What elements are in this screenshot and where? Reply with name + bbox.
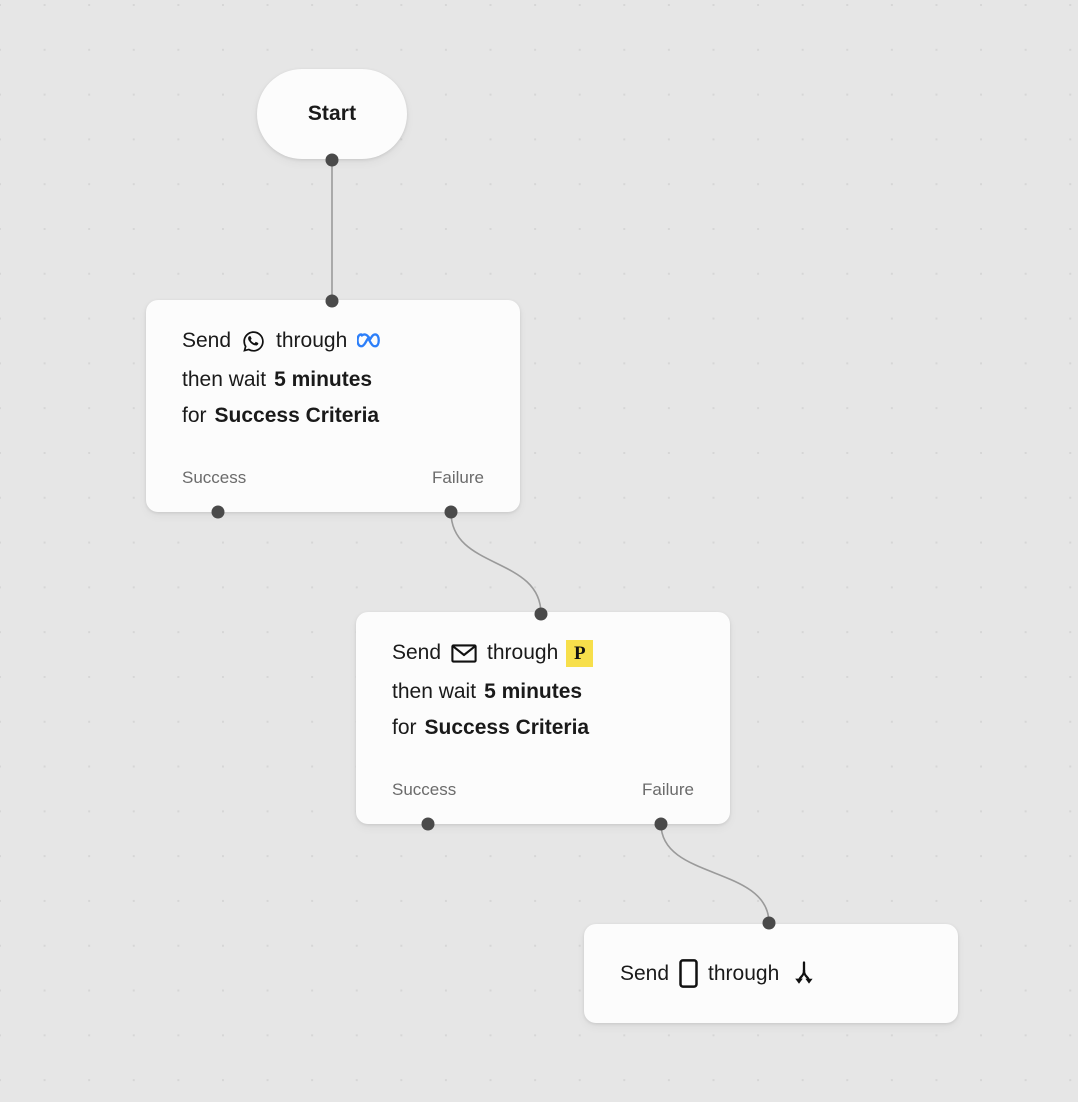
node2-action-line: Send through P: [392, 638, 694, 668]
branch-routing-icon: [789, 959, 819, 989]
mobile-phone-icon: [679, 959, 698, 988]
node1-input-handle[interactable]: [325, 294, 339, 308]
node1-criteria-line: for Success Criteria: [182, 401, 484, 431]
node2-failure-handle[interactable]: [654, 817, 668, 831]
node-send-mobile[interactable]: Send through: [584, 924, 958, 1023]
node1-action-line: Send through: [182, 326, 484, 356]
node2-input-handle[interactable]: [534, 607, 548, 621]
node1-branch-labels: Success Failure: [146, 468, 520, 488]
node1-wait-value[interactable]: 5 minutes: [274, 368, 373, 391]
email-icon: [451, 643, 477, 664]
postmark-icon: P: [566, 639, 594, 667]
node2-wait-value[interactable]: 5 minutes: [484, 680, 583, 703]
node2-success-handle[interactable]: [421, 817, 435, 831]
node2-for-prefix: for: [392, 716, 417, 739]
whatsapp-icon: [241, 329, 266, 354]
node3-through-label: through: [708, 961, 780, 985]
edge-node2-failure-to-node3: [660, 823, 770, 924]
node3-action-line: Send through: [620, 959, 829, 989]
node1-for-prefix: for: [182, 404, 207, 427]
node2-send-label: Send: [392, 641, 442, 664]
node1-success-handle[interactable]: [211, 505, 225, 519]
node1-failure-label: Failure: [432, 468, 484, 487]
edge-node1-failure-to-node2: [450, 511, 542, 615]
node3-send-label: Send: [620, 961, 670, 985]
node2-through-label: through: [487, 641, 559, 664]
node1-wait-prefix: then wait: [182, 368, 267, 391]
node1-criteria-value[interactable]: Success Criteria: [214, 404, 380, 427]
node2-wait-prefix: then wait: [392, 680, 477, 703]
node1-send-label: Send: [182, 329, 232, 352]
node2-criteria-line: for Success Criteria: [392, 713, 694, 743]
node3-input-handle[interactable]: [762, 916, 776, 930]
node-start[interactable]: Start: [257, 69, 407, 159]
node1-failure-handle[interactable]: [444, 505, 458, 519]
node1-success-label: Success: [182, 468, 247, 487]
node1-through-label: through: [276, 329, 348, 352]
node2-wait-line: then wait 5 minutes: [392, 677, 694, 707]
node1-wait-line: then wait 5 minutes: [182, 365, 484, 395]
start-node-label: Start: [307, 102, 357, 125]
node2-branch-labels: Success Failure: [356, 780, 730, 800]
start-output-handle[interactable]: [325, 153, 339, 167]
node-send-whatsapp[interactable]: Send through then wait 5 minutes for: [146, 300, 520, 512]
node-send-email[interactable]: Send through P then wait 5 minutes for S…: [356, 612, 730, 824]
node2-failure-label: Failure: [642, 780, 694, 799]
meta-icon: [357, 331, 384, 351]
node2-criteria-value[interactable]: Success Criteria: [424, 716, 590, 739]
node2-success-label: Success: [392, 780, 457, 799]
